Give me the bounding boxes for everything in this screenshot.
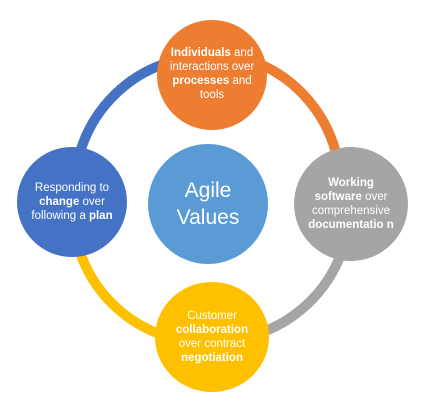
node-customer-collaboration: Customer collaboration over contract neg… bbox=[155, 282, 269, 392]
node-right-text: Working software over comprehensive docu… bbox=[308, 177, 394, 231]
node-working-software: Working software over comprehensive docu… bbox=[294, 147, 408, 261]
arc-top-right bbox=[253, 57, 343, 163]
arc-left-top bbox=[73, 57, 172, 162]
node-top-text: Individuals and interactions over proces… bbox=[169, 47, 255, 101]
node-bottom-text: Customer collaboration over contract neg… bbox=[175, 310, 249, 364]
node-individuals-interactions: Individuals and interactions over proces… bbox=[157, 20, 267, 130]
node-left-text: Responding to change over following a pl… bbox=[31, 182, 113, 222]
node-responding-to-change: Responding to change over following a pl… bbox=[17, 147, 127, 257]
